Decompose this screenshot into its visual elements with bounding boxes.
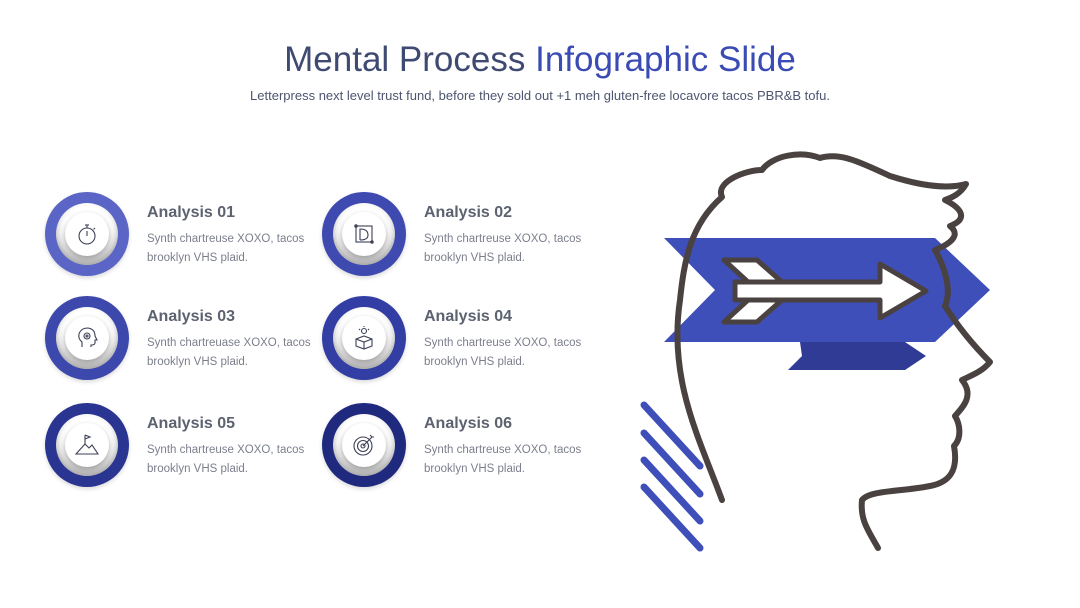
- analysis-item-01: Analysis 01 Synth chartreuse XOXO, tacos…: [45, 192, 315, 292]
- analysis-06-badge: [322, 403, 406, 487]
- arrow-icon: [721, 257, 929, 325]
- analysis-02-text: Synth chartreuse XOXO, tacos brooklyn VHS…: [424, 230, 594, 268]
- analysis-01-title: Analysis 01: [147, 204, 236, 221]
- mountain-flag-icon: [74, 434, 100, 455]
- analysis-05-line1: Synth chartreuse XOXO, tacos: [147, 444, 305, 456]
- analysis-03-badge: [45, 296, 129, 380]
- idea-box-icon: [355, 326, 373, 350]
- analysis-05-text: Synth chartreuse XOXO, tacos brooklyn VHS…: [147, 441, 317, 479]
- analysis-01-line2: brooklyn VHS plaid.: [147, 252, 248, 264]
- analysis-03-line1: Synth chartreuase XOXO, tacos: [147, 337, 311, 349]
- analysis-03-text: Synth chartreuase XOXO, tacos brooklyn VH…: [147, 334, 317, 372]
- slide-title-accent: Infographic Slide: [535, 40, 796, 79]
- analysis-04-badge: [322, 296, 406, 380]
- stopwatch-icon: [78, 224, 96, 245]
- analysis-06-text: Synth chartreuse XOXO, tacos brooklyn VHS…: [424, 441, 594, 479]
- diagonal-stripes: [640, 401, 704, 552]
- brain-head-icon: [78, 327, 98, 347]
- lower-band-shape: [788, 342, 926, 370]
- analysis-01-text: Synth chartreuse XOXO, tacos brooklyn VHS…: [147, 230, 317, 268]
- slide-title: Mental Process Infographic Slide: [0, 40, 1080, 80]
- analysis-06-line2: brooklyn VHS plaid.: [424, 463, 525, 475]
- analysis-04-text: Synth chartreuse XOXO, tacos brooklyn VHS…: [424, 334, 594, 372]
- analysis-item-06: Analysis 06 Synth chartreuse XOXO, tacos…: [322, 403, 592, 503]
- analysis-02-title: Analysis 02: [424, 204, 513, 221]
- analysis-item-03: Analysis 03 Synth chartreuase XOXO, taco…: [45, 296, 315, 396]
- design-pen-icon: [354, 224, 374, 244]
- slide-subtitle: Letterpress next level trust fund, befor…: [250, 88, 830, 103]
- target-icon: [353, 434, 374, 456]
- analysis-05-badge: [45, 403, 129, 487]
- analysis-01-badge: [45, 192, 129, 276]
- analysis-02-line2: brooklyn VHS plaid.: [424, 252, 525, 264]
- head-arrow-illustration: [640, 151, 993, 552]
- analysis-06-line1: Synth chartreuse XOXO, tacos: [424, 444, 582, 456]
- analysis-03-title: Analysis 03: [147, 308, 236, 325]
- analysis-04-title: Analysis 04: [424, 308, 513, 325]
- analysis-05-title: Analysis 05: [147, 415, 236, 432]
- analysis-06-title: Analysis 06: [424, 415, 513, 432]
- analysis-item-05: Analysis 05 Synth chartreuse XOXO, tacos…: [45, 403, 315, 503]
- slide-title-main: Mental Process: [284, 40, 536, 79]
- analysis-item-02: Analysis 02 Synth chartreuse XOXO, tacos…: [322, 192, 592, 292]
- analysis-05-line2: brooklyn VHS plaid.: [147, 463, 248, 475]
- analysis-04-line2: brooklyn VHS plaid.: [424, 356, 525, 368]
- analysis-03-line2: brooklyn VHS plaid.: [147, 356, 248, 368]
- analysis-02-badge: [322, 192, 406, 276]
- analysis-01-line1: Synth chartreuse XOXO, tacos: [147, 233, 305, 245]
- analysis-item-04: Analysis 04 Synth chartreuse XOXO, tacos…: [322, 296, 592, 396]
- analysis-02-line1: Synth chartreuse XOXO, tacos: [424, 233, 582, 245]
- analysis-04-line1: Synth chartreuse XOXO, tacos: [424, 337, 582, 349]
- head-outline: [674, 151, 993, 551]
